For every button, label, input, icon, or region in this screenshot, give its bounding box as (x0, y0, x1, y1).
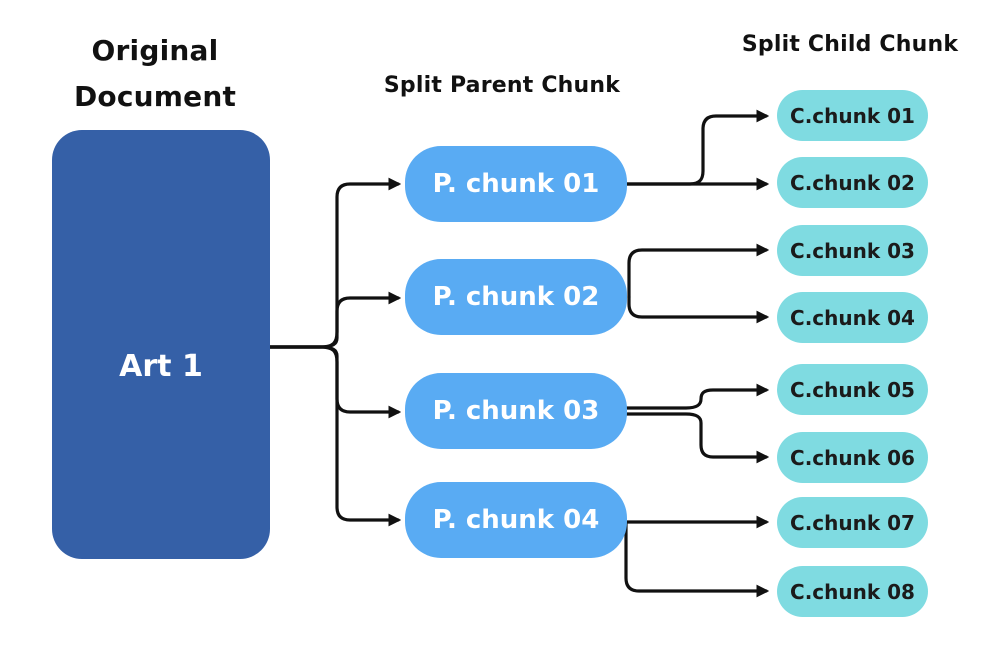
split-parent-chunk-title: Split Parent Chunk (383, 73, 621, 98)
child-chunk-05-node: C.chunk 05 (777, 364, 928, 415)
connector-pchunk04-to-cchunk08 (624, 522, 770, 598)
document-node-label: Art 1 (119, 349, 203, 384)
child-chunk-06-node: C.chunk 06 (777, 432, 928, 483)
connector-pchunk01-to-cchunk01 (625, 109, 770, 186)
connector-art1-to-pchunk04 (268, 345, 402, 527)
child-chunk-04-node: C.chunk 04 (777, 292, 928, 343)
child-chunk-07-node: C.chunk 07 (777, 497, 928, 548)
parent-chunk-01-node: P. chunk 01 (405, 146, 627, 222)
parent-chunk-02-node: P. chunk 02 (405, 259, 627, 335)
child-chunk-08-node: C.chunk 08 (777, 566, 928, 617)
child-chunk-02-node: C.chunk 02 (777, 157, 928, 208)
document-node-art1: Art 1 (52, 130, 270, 559)
connector-pchunk02-to-cchunk03 (627, 243, 770, 299)
connector-art1-to-pchunk01 (268, 177, 402, 349)
child-chunk-03-node: C.chunk 03 (777, 225, 928, 276)
connector-pchunk03-to-cchunk06 (625, 412, 770, 464)
connector-pchunk03-to-cchunk05 (625, 383, 770, 410)
child-chunk-01-node: C.chunk 01 (777, 90, 928, 141)
parent-chunk-03-node: P. chunk 03 (405, 373, 627, 449)
original-document-title: Original Document (73, 34, 237, 113)
connector-art1-to-pchunk03 (268, 345, 402, 419)
connector-art1-to-pchunk02 (268, 291, 402, 349)
connector-pchunk02-to-cchunk04 (627, 295, 770, 324)
split-child-chunk-title: Split Child Chunk (741, 32, 959, 57)
parent-chunk-04-node: P. chunk 04 (405, 482, 627, 558)
